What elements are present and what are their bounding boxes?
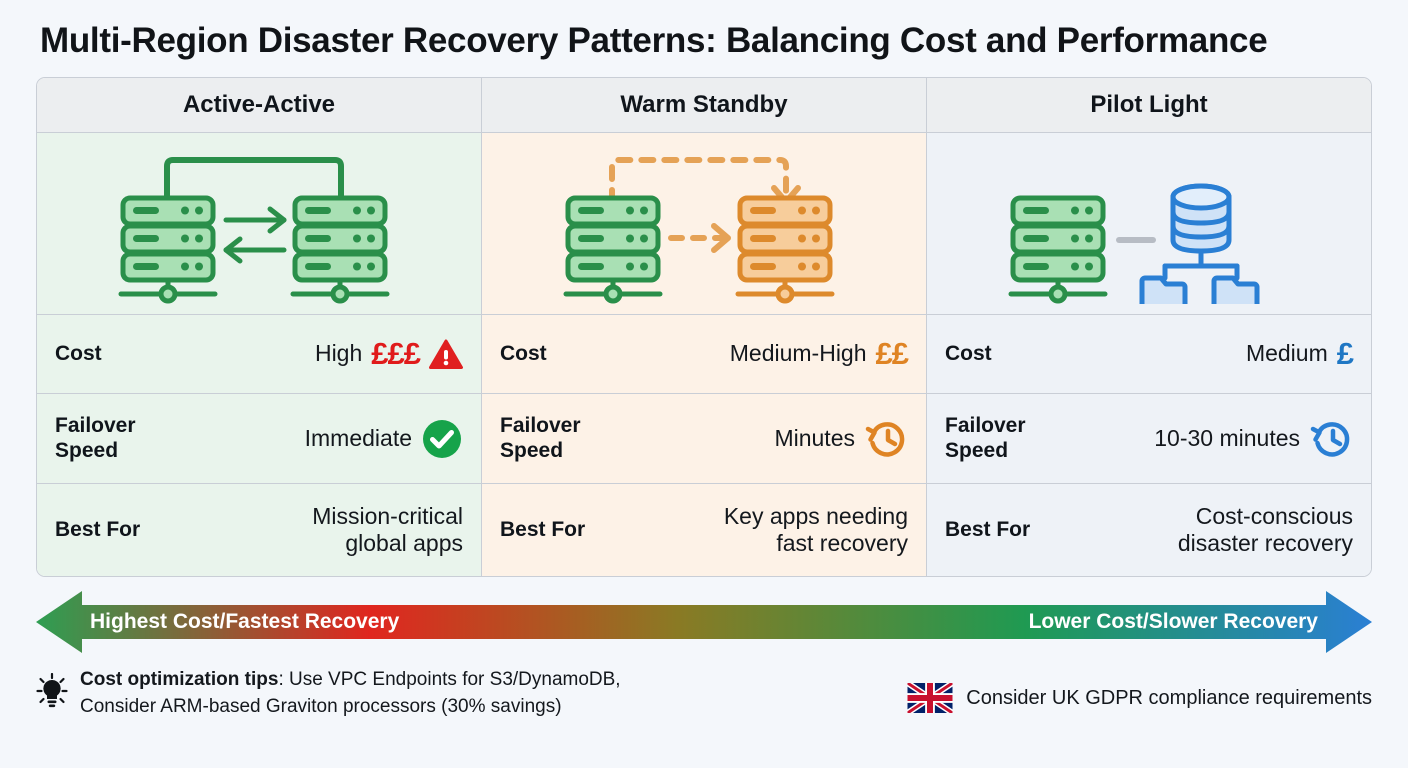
lightbulb-icon xyxy=(36,673,68,708)
failover-value: 10-30 minutes xyxy=(1154,424,1300,451)
table-bestfor-row: Best For Mission-critical global apps Be… xyxy=(37,483,1371,576)
cost-value-group: High £££ xyxy=(102,336,463,372)
cost-recovery-spectrum: Highest Cost/Fastest Recovery Lower Cost… xyxy=(36,591,1372,653)
bestfor-value: Key apps needing fast recovery xyxy=(723,502,908,556)
diagram-cell-active-active xyxy=(37,132,481,314)
cost-tips-line2: Consider ARM-based Graviton processors (… xyxy=(80,695,562,717)
diagram-cell-pilot-light xyxy=(926,132,1371,314)
cost-value-group: Medium £ xyxy=(992,336,1354,372)
gdpr-note-block: Consider UK GDPR compliance requirements xyxy=(907,683,1372,713)
cost-value: High xyxy=(314,340,363,367)
table-failover-row: Failover Speed Immediate Failover Speed … xyxy=(37,393,1371,483)
cost-tips-rest: : Use VPC Endpoints for S3/DynamoDB, xyxy=(278,669,621,690)
page-title: Multi-Region Disaster Recovery Patterns:… xyxy=(40,21,1268,60)
cost-cell-pilot-light: Cost Medium £ xyxy=(926,314,1371,393)
clock-rotate-blue-icon xyxy=(1310,421,1350,457)
cost-money-symbols: £££ xyxy=(371,336,421,371)
failover-cell-warm-standby: Failover Speed Minutes xyxy=(481,393,926,483)
bestfor-label: Best For xyxy=(55,517,141,541)
cost-tips-text: Cost optimization tips: Use VPC Endpoint… xyxy=(80,667,621,721)
cost-tips-bold: Cost optimization tips xyxy=(80,669,279,690)
column-header-pilot-light: Pilot Light xyxy=(926,78,1371,132)
bestfor-value-group: Key apps needing fast recovery xyxy=(585,503,908,557)
spectrum-left-label: Highest Cost/Fastest Recovery xyxy=(90,610,400,633)
bestfor-label: Best For xyxy=(500,517,586,541)
failover-value: Immediate xyxy=(304,424,412,451)
spectrum-right-label: Lower Cost/Slower Recovery xyxy=(1028,610,1318,633)
cost-value: Medium xyxy=(1245,340,1328,367)
header-label: Pilot Light xyxy=(1090,91,1208,118)
table-cost-row: Cost High £££ Cost xyxy=(37,314,1371,393)
bestfor-value-group: Cost-conscious disaster recovery xyxy=(1030,503,1353,557)
column-header-active-active: Active-Active xyxy=(37,78,481,132)
failover-label: Failover Speed xyxy=(945,413,1026,462)
header-label: Warm Standby xyxy=(620,91,788,118)
warm-standby-diagram-icon xyxy=(563,156,835,303)
spectrum-arrow-icon xyxy=(36,591,1372,653)
cost-label: Cost xyxy=(945,341,992,365)
cost-cell-active-active: Cost High £££ xyxy=(37,314,481,393)
pilot-light-diagram-icon xyxy=(1008,183,1260,304)
diagram-cell-warm-standby xyxy=(481,132,926,314)
cost-label: Cost xyxy=(500,341,547,365)
failover-value-group: Minutes xyxy=(581,417,908,461)
failover-label: Failover Speed xyxy=(500,413,581,462)
failover-label: Failover Speed xyxy=(55,413,136,462)
failover-value-group: 10-30 minutes xyxy=(1026,417,1353,461)
footer: Cost optimization tips: Use VPC Endpoint… xyxy=(36,667,1372,721)
uk-flag-icon xyxy=(907,683,953,713)
clock-rotate-orange-icon xyxy=(865,421,905,457)
bestfor-cell-active-active: Best For Mission-critical global apps xyxy=(37,483,481,576)
cost-cell-warm-standby: Cost Medium-High ££ xyxy=(481,314,926,393)
header-label: Active-Active xyxy=(182,91,336,118)
comparison-table: Active-Active Warm Standby Pilot Light xyxy=(36,77,1372,577)
gdpr-text: Consider UK GDPR compliance requirements xyxy=(966,686,1372,709)
bestfor-value: Mission-critical global apps xyxy=(312,502,463,556)
bestfor-label: Best For xyxy=(945,517,1031,541)
check-circle-icon xyxy=(423,419,461,458)
cost-money-symbols: £ xyxy=(1336,336,1354,371)
failover-cell-active-active: Failover Speed Immediate xyxy=(37,393,481,483)
cost-money-symbols: ££ xyxy=(875,336,909,371)
failover-value: Minutes xyxy=(774,424,855,451)
cost-value-group: Medium-High ££ xyxy=(547,336,909,372)
cost-value: Medium-High xyxy=(729,340,867,367)
bestfor-cell-warm-standby: Best For Key apps needing fast recovery xyxy=(481,483,926,576)
failover-value-group: Immediate xyxy=(136,418,463,460)
table-header-row: Active-Active Warm Standby Pilot Light xyxy=(37,78,1371,132)
table-diagram-row xyxy=(37,132,1371,314)
cost-tips-block: Cost optimization tips: Use VPC Endpoint… xyxy=(36,667,621,721)
bestfor-value-group: Mission-critical global apps xyxy=(140,503,463,557)
failover-cell-pilot-light: Failover Speed 10-30 minutes xyxy=(926,393,1371,483)
warning-triangle-icon xyxy=(429,339,463,369)
cost-label: Cost xyxy=(55,341,102,365)
column-header-warm-standby: Warm Standby xyxy=(481,78,926,132)
bestfor-cell-pilot-light: Best For Cost-conscious disaster recover… xyxy=(926,483,1371,576)
active-active-diagram-icon xyxy=(118,156,390,303)
bestfor-value: Cost-conscious disaster recovery xyxy=(1177,502,1353,556)
